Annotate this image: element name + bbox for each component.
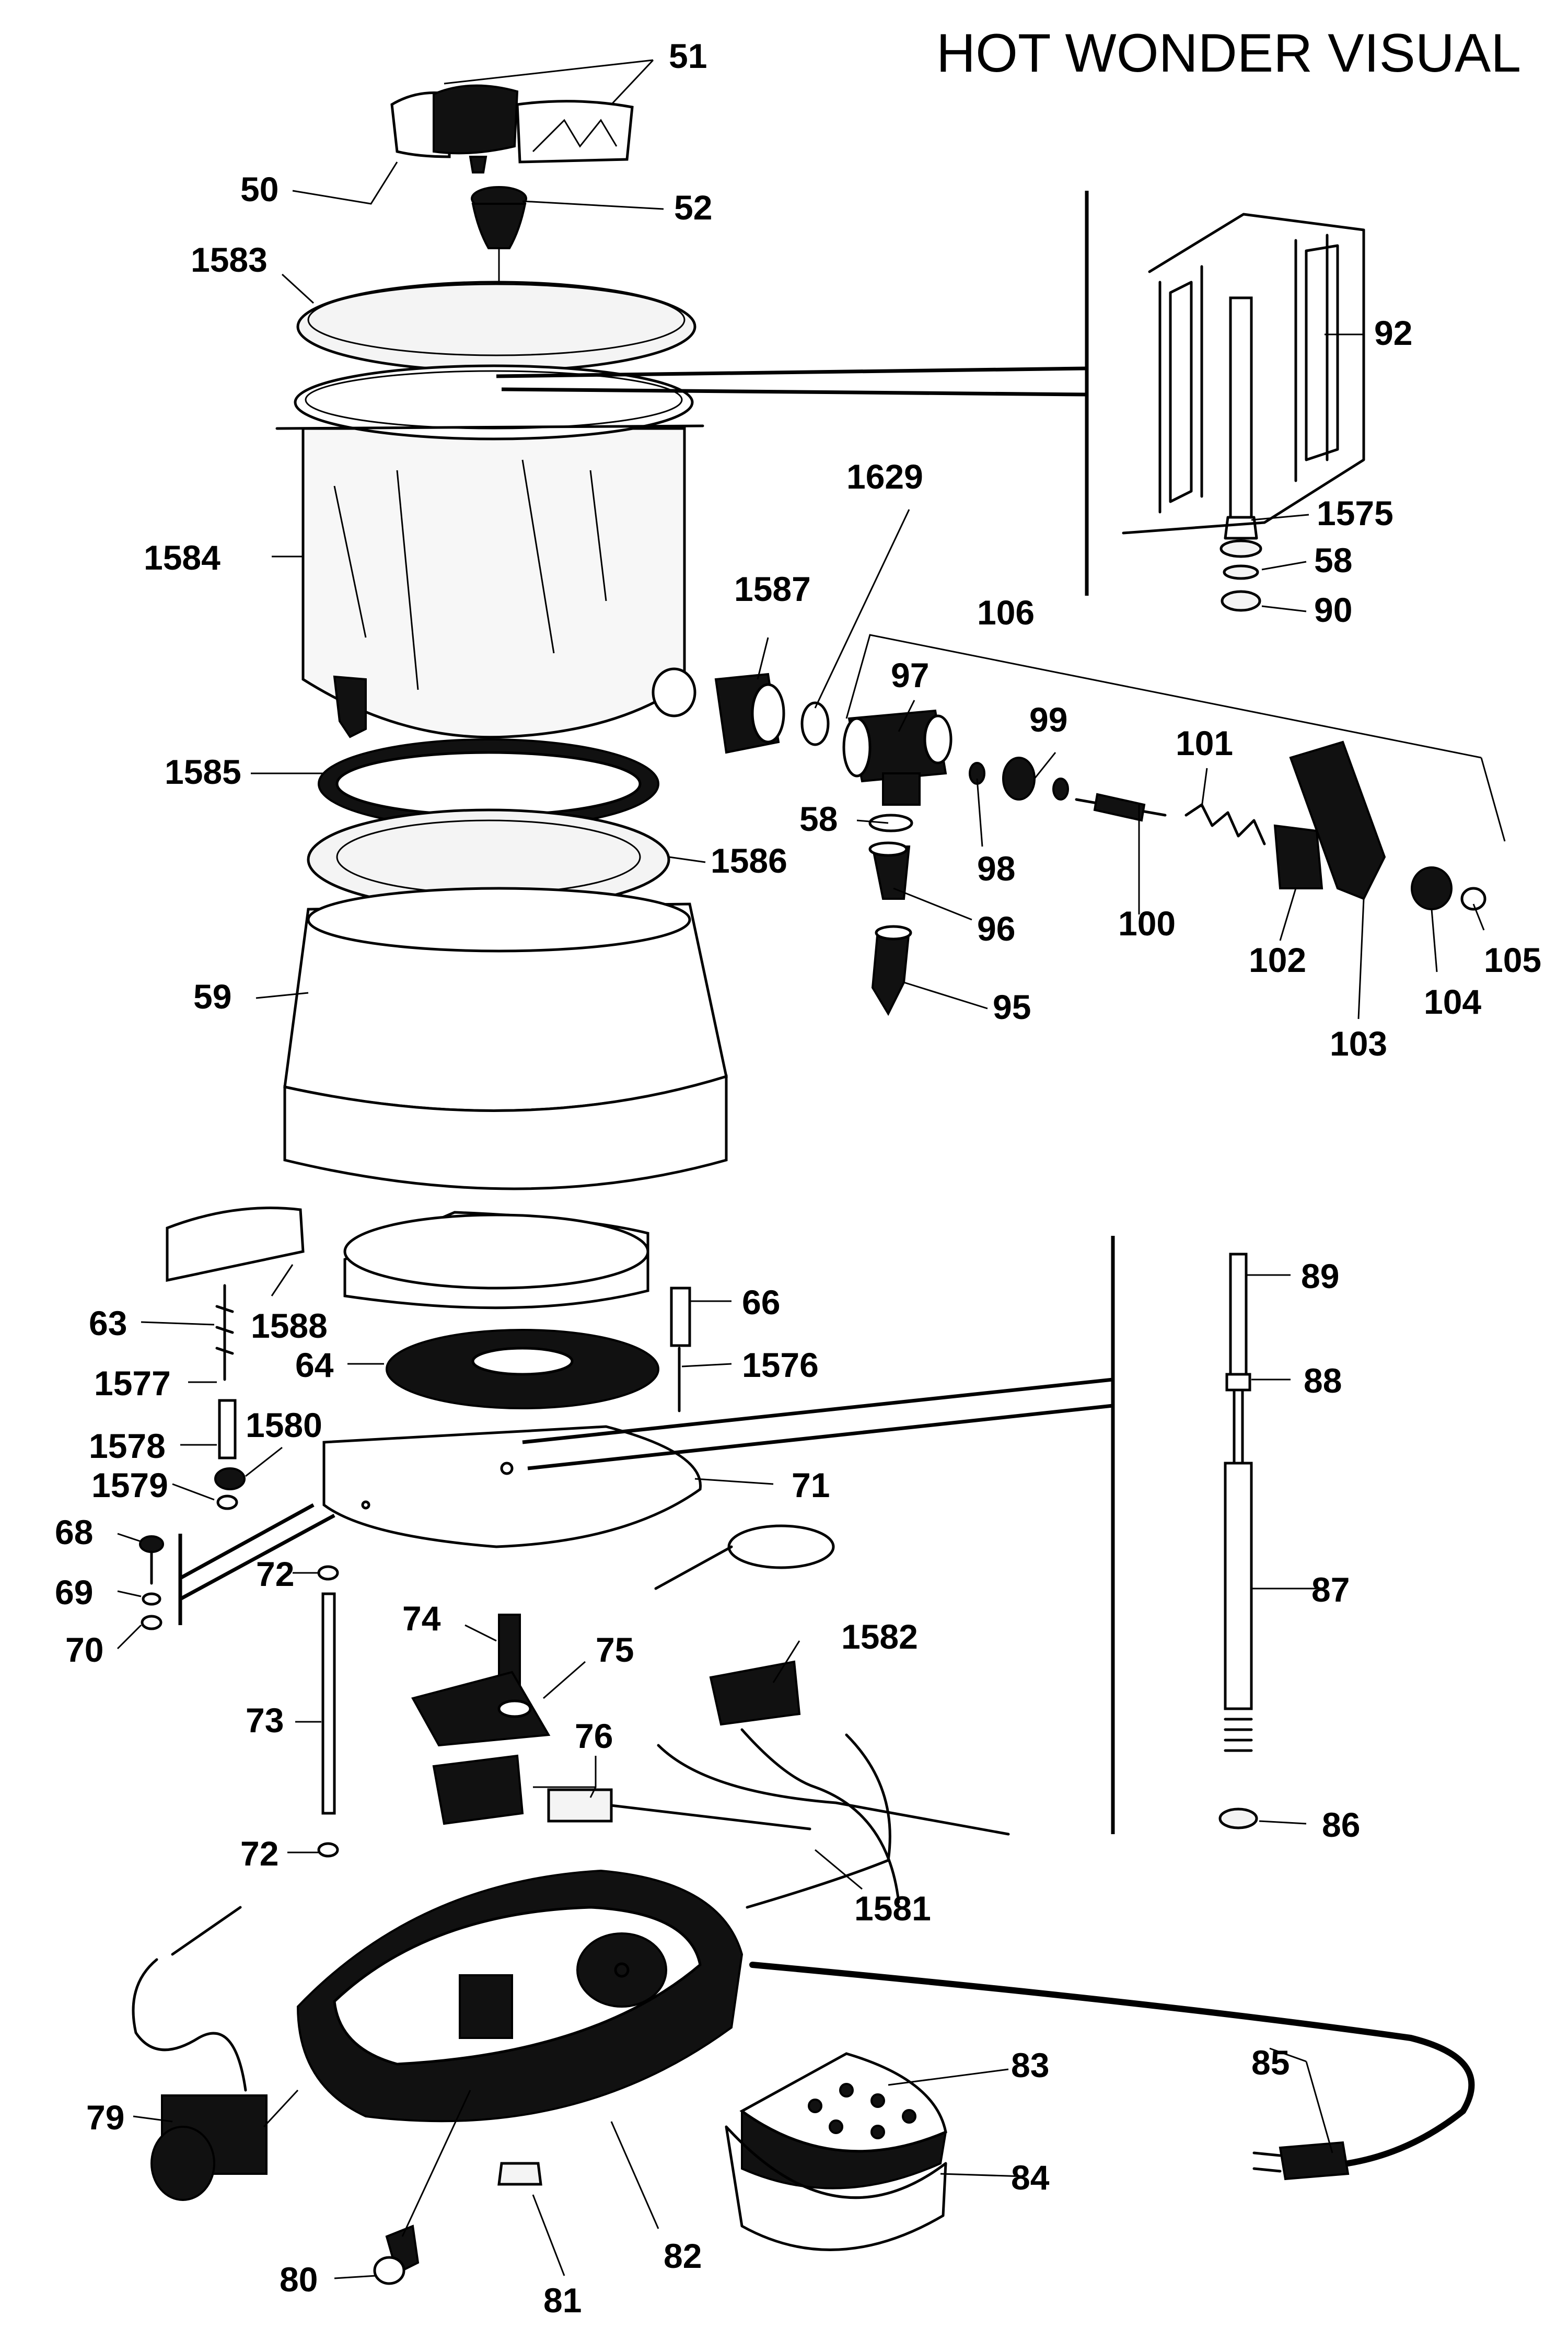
label-99: 99 [1029,700,1067,739]
label-1585: 1585 [165,752,241,791]
heater-body-part [283,887,728,1190]
power-cord-part [749,1962,1475,2181]
label-58-upper: 58 [1314,541,1352,580]
label-81: 81 [543,2281,582,2320]
sensor-wiring-part [654,1524,1010,1909]
label-1576: 1576 [742,1346,819,1384]
label-98: 98 [977,849,1015,888]
label-101: 101 [1176,724,1233,762]
label-90: 90 [1314,590,1352,629]
label-68: 68 [55,1513,93,1551]
tap-assembly-part [842,709,1486,1016]
label-1577: 1577 [94,1364,171,1403]
glass-container-part [275,364,704,739]
label-75: 75 [596,1630,634,1669]
label-83: 83 [1011,2046,1049,2084]
label-70: 70 [65,1630,103,1669]
label-1583: 1583 [191,240,268,279]
label-79: 79 [86,2098,124,2137]
label-89: 89 [1301,1257,1339,1295]
label-1584: 1584 [144,538,220,577]
label-1579: 1579 [91,1466,168,1504]
label-66: 66 [742,1283,780,1322]
insulation-plate-part [166,1207,659,1409]
lid-part [296,281,696,373]
label-88: 88 [1304,1361,1342,1400]
label-59: 59 [193,977,231,1016]
label-1586: 1586 [711,841,787,880]
label-85: 85 [1251,2043,1290,2082]
label-97: 97 [891,656,929,694]
label-69: 69 [55,1573,93,1612]
label-84: 84 [1011,2158,1050,2197]
label-1588: 1588 [251,1306,328,1345]
o-ring-1629-part [800,701,830,746]
label-1575: 1575 [1317,494,1393,532]
label-105: 105 [1484,941,1541,979]
label-92: 92 [1374,314,1412,352]
label-58-lower: 58 [799,800,838,838]
label-100: 100 [1118,904,1176,943]
label-64: 64 [295,1346,334,1384]
diagram-title: HOT WONDER VISUAL [936,23,1521,84]
thermostat-switch-part [411,1614,811,1830]
label-71: 71 [792,1466,830,1504]
label-1580: 1580 [246,1406,322,1444]
part-labels: 51 50 52 1583 92 1584 1629 1575 58 90 15… [55,37,1541,2320]
diffuser-disc-part [725,2052,947,2251]
lamp-and-probe-part [132,1906,542,2285]
label-106: 106 [977,593,1035,632]
label-82: 82 [664,2237,702,2275]
label-102: 102 [1249,941,1306,979]
label-1581: 1581 [854,1889,931,1928]
leader-lines [117,59,1506,2279]
label-52: 52 [674,188,712,227]
label-73: 73 [246,1701,284,1740]
base-housing-part [296,1869,744,2123]
rod-assembly-part [1218,1253,1258,1829]
stand-assembly-part [1122,213,1365,612]
label-76: 76 [575,1717,613,1755]
base-plate-part [322,1425,702,1548]
small-screws-part [139,1284,691,1858]
bracket-lines [178,191,1115,1834]
label-72-upper: 72 [256,1555,294,1593]
label-1582: 1582 [841,1617,918,1656]
label-95: 95 [993,988,1031,1026]
label-72-lower: 72 [240,1834,278,1873]
label-63: 63 [89,1304,127,1342]
label-1587: 1587 [734,570,811,608]
label-87: 87 [1311,1570,1350,1609]
label-74: 74 [402,1599,441,1638]
label-1629: 1629 [846,457,923,496]
coupling-nut-part [714,673,785,754]
label-104: 104 [1424,982,1481,1021]
knob-part [471,186,527,282]
label-80: 80 [280,2260,318,2299]
label-103: 103 [1330,1024,1387,1063]
label-50: 50 [240,170,278,208]
label-51: 51 [669,37,707,75]
gasket-rings-part [307,738,670,911]
label-96: 96 [977,909,1015,948]
label-1578: 1578 [89,1427,166,1465]
label-86: 86 [1322,1805,1360,1844]
lid-flap-part [390,84,634,173]
